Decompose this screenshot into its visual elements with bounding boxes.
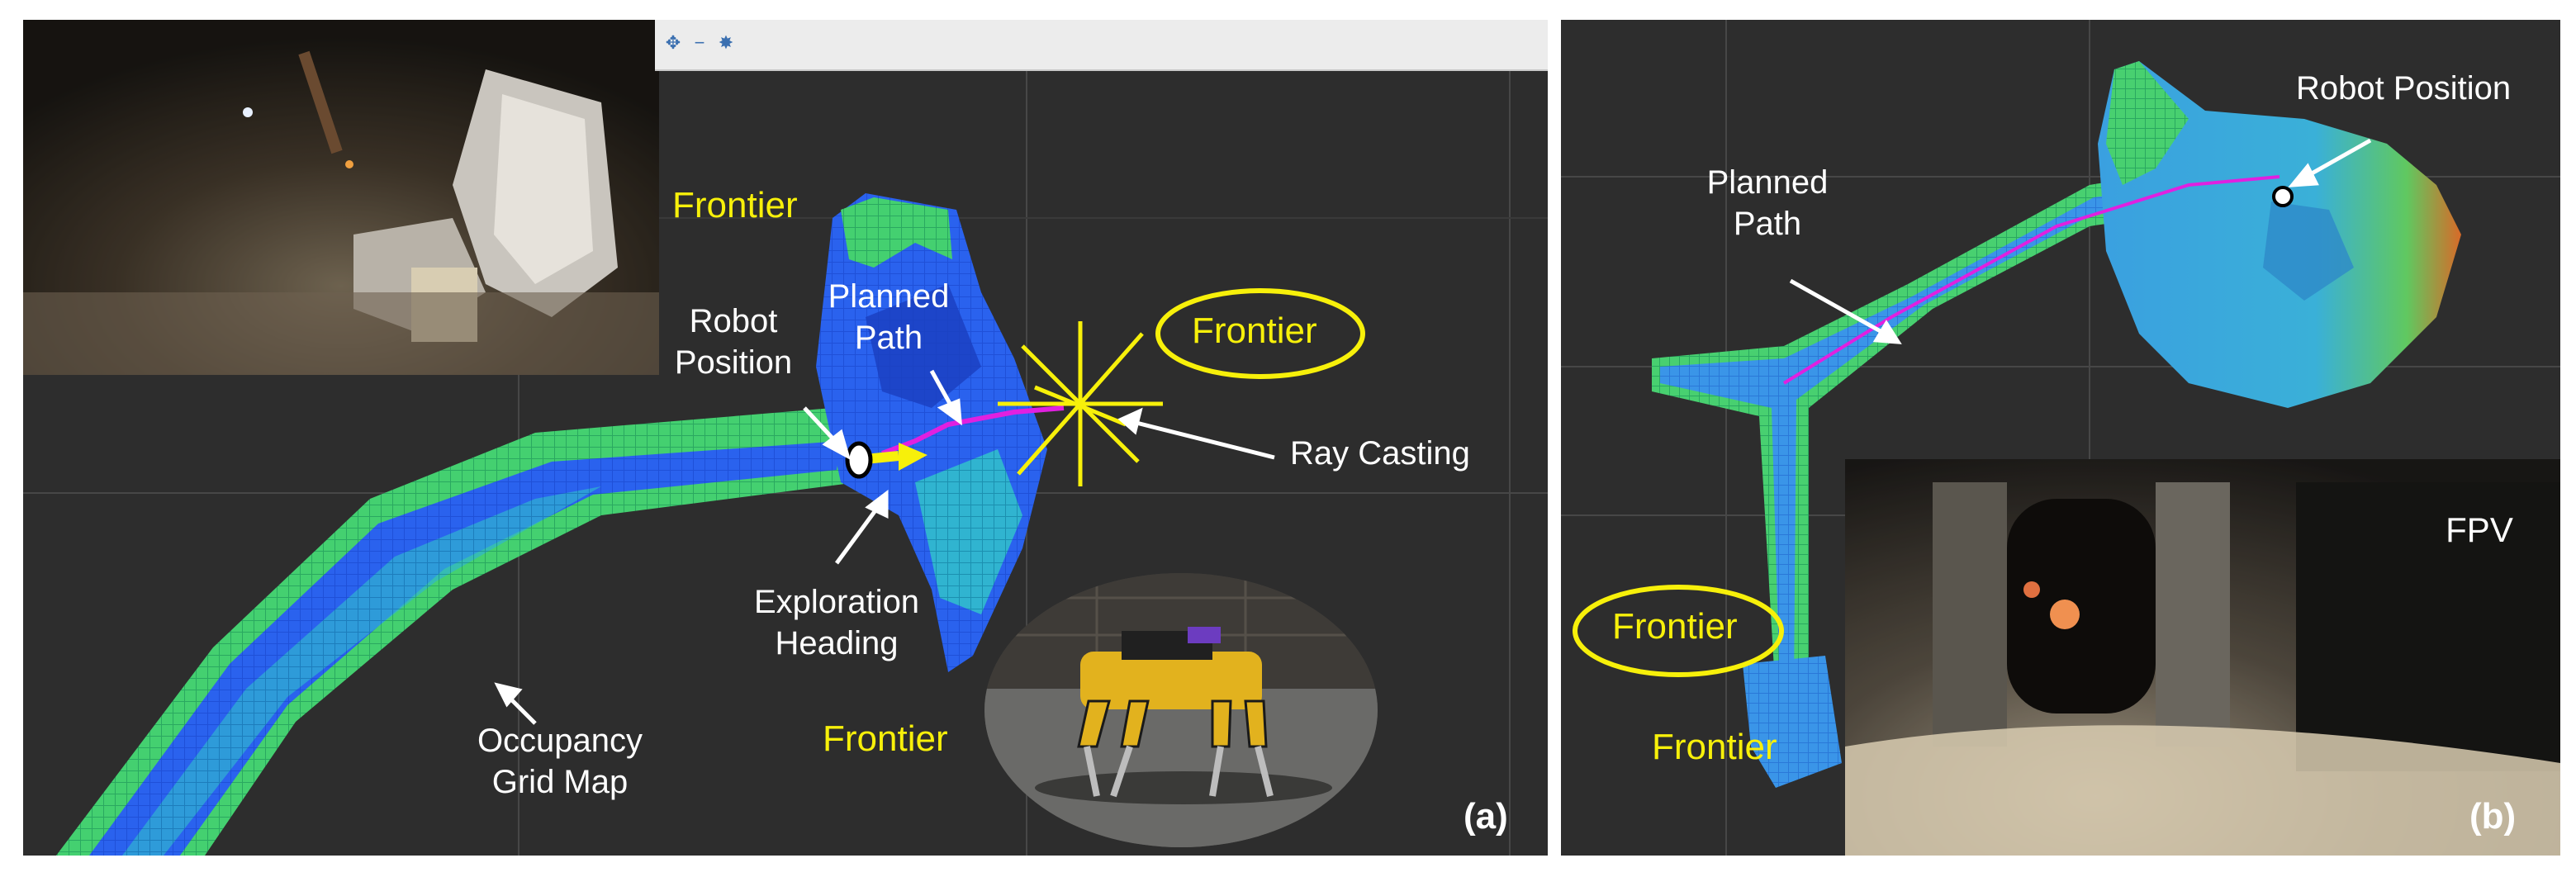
frontier-label-circled: Frontier [1192, 311, 1317, 351]
panel-b-map-canvas [1561, 20, 2560, 856]
panel-b-planned-path-line2: Path [1733, 206, 1802, 242]
panel-a-map-canvas [23, 20, 1548, 856]
panel-b-planned-path-line [1782, 175, 2280, 385]
planned-path-label-line1: Planned [828, 278, 950, 315]
panel-b-occupancy-grid-map [1652, 61, 2461, 788]
panel-b-annotation-arrows [1789, 138, 2372, 344]
robot-position-label: Robot Position [643, 301, 824, 383]
ray-casting-label: Ray Casting [1290, 435, 1470, 472]
focus-icon[interactable]: ✸ [718, 32, 734, 53]
occupancy-label-line2: Grid Map [491, 764, 629, 800]
robot-photo-inset [984, 573, 1378, 847]
occupancy-label-line1: Occupancy [477, 723, 643, 759]
robot-position-marker [845, 441, 873, 479]
fpv-label: FPV [2446, 510, 2513, 549]
occupancy-grid-map-label: Occupancy Grid Map [444, 720, 676, 803]
fpv-camera-inset [1845, 459, 2560, 856]
cave-camera-inset [23, 20, 659, 375]
planned-path-label-line2: Path [854, 320, 923, 356]
ray-casting-starburst [998, 321, 1163, 486]
panel-b-tag: (b) [2469, 796, 2517, 837]
zoom-out-icon[interactable]: − [694, 32, 705, 53]
rviz-toolbar: ✥ − ✸ [655, 20, 1548, 71]
panel-a-tag: (a) [1464, 796, 1508, 837]
frontier-label-bottom: Frontier [823, 718, 948, 759]
panel-b-robot-position-marker [2272, 186, 2294, 207]
planned-path-label: Planned Path [806, 276, 971, 358]
panel-a-rviz-view: ✥ − ✸ Frontier Frontier Frontier Robot P… [23, 20, 1548, 856]
exploration-heading-label-line2: Heading [775, 625, 899, 661]
robot-position-label-line1: Robot [689, 303, 778, 339]
annotation-arrows [494, 369, 1275, 725]
panel-b-planned-path-label: Planned Path [1685, 162, 1850, 244]
exploration-heading-label-line1: Exploration [753, 584, 920, 620]
frontier-ellipse [1155, 288, 1365, 379]
panel-b-frontier-label-circled: Frontier [1612, 606, 1738, 647]
exploration-heading-label: Exploration Heading [729, 581, 944, 664]
panel-b-rviz-view: Robot Position Planned Path Frontier Fro… [1561, 20, 2560, 856]
panel-b-robot-position-label: Robot Position [2296, 70, 2512, 107]
move-icon[interactable]: ✥ [665, 32, 681, 53]
robot-position-label-line2: Position [674, 344, 793, 381]
panel-b-planned-path-line1: Planned [1706, 164, 1829, 201]
panel-b-frontier-label-bottom: Frontier [1652, 727, 1777, 767]
panel-b-frontier-ellipse [1573, 585, 1784, 677]
frontier-label-top: Frontier [672, 185, 798, 225]
